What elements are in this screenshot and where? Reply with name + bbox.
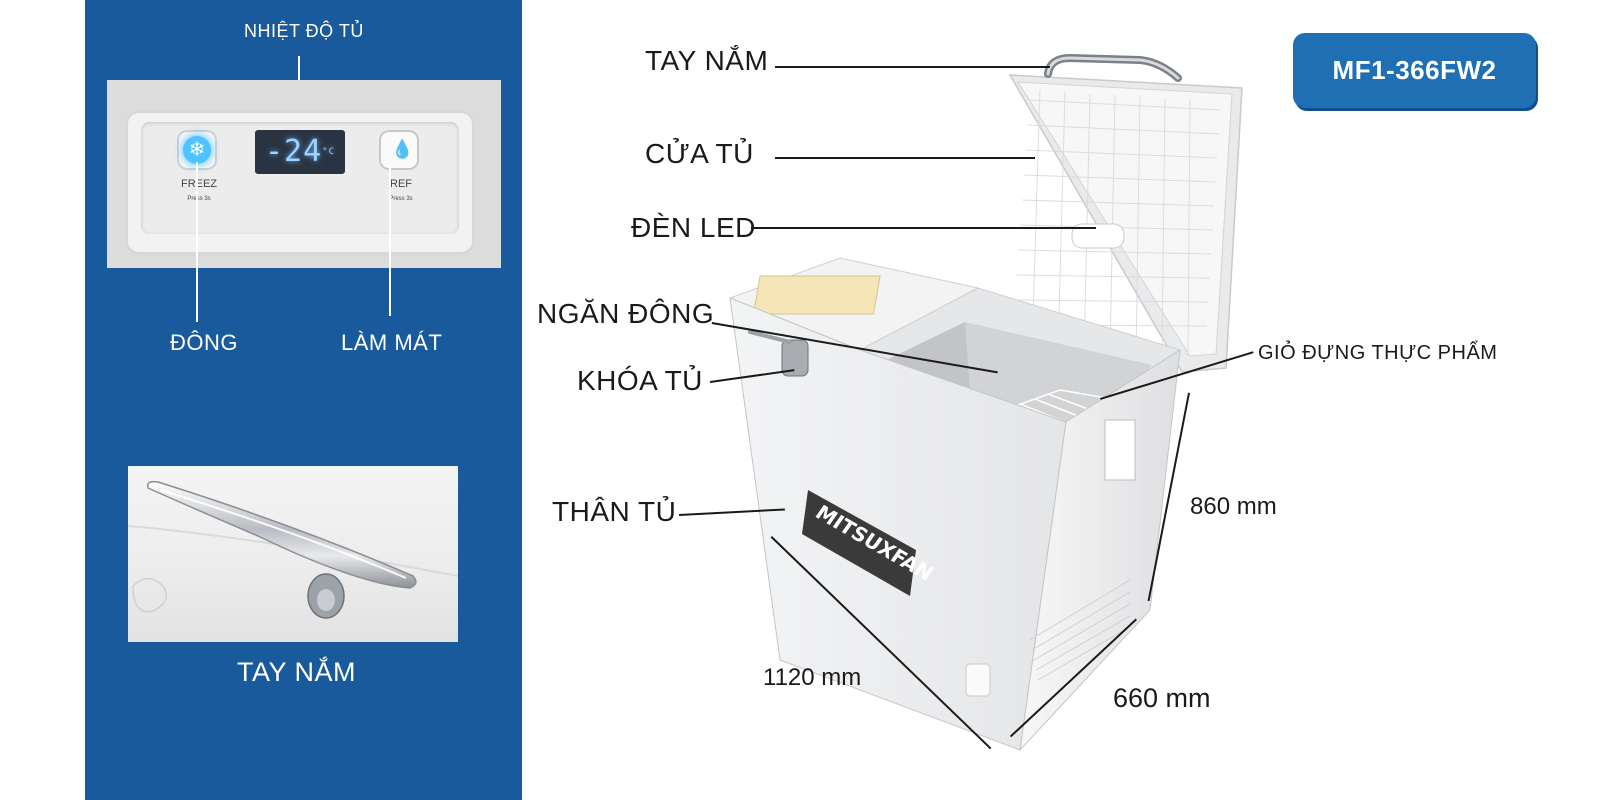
callout-led: ĐÈN LED	[631, 212, 756, 243]
snowflake-icon: ❄	[183, 136, 211, 164]
callout-body: THÂN TỦ	[552, 496, 677, 527]
dimension-width: 1120 mm	[763, 664, 862, 691]
freezer-door	[1008, 74, 1243, 373]
chest-freezer-illustration: MITSUXFAN	[728, 53, 1243, 752]
freeze-hint: Press 3s	[187, 196, 211, 202]
callout-freezer-compartment: NGĂN ĐÔNG	[537, 298, 715, 329]
callout-handle: TAY NẮM	[645, 45, 769, 76]
dimension-depth: 660 mm	[1113, 683, 1211, 713]
dimension-height: 860 mm	[1190, 493, 1277, 520]
model-badge: MF1-366FW2	[1293, 33, 1536, 108]
temperature-unit: °C	[322, 147, 336, 157]
ref-button-label: REF	[390, 178, 412, 190]
spec-sticker	[1104, 419, 1136, 481]
control-panel-photo: ❄ FREEZ Press 3s -24°C 💧 REF Press 3s	[107, 80, 501, 268]
callout-led-line	[751, 227, 1096, 229]
freeze-leader-line	[196, 162, 198, 322]
ref-hint: Press 3s	[389, 196, 413, 202]
callout-lock: KHÓA TỦ	[577, 365, 703, 396]
cool-leader-line	[389, 168, 391, 316]
temperature-display: -24°C	[255, 130, 345, 174]
water-drop-icon: 💧	[391, 139, 414, 159]
callout-basket: GIỎ ĐỰNG THỰC PHẨM	[1258, 342, 1498, 364]
door-handle	[1044, 53, 1182, 82]
callout-door: CỬA TỦ	[645, 138, 754, 169]
handle-label: TAY NẮM	[237, 657, 357, 687]
freeze-label: ĐÔNG	[170, 330, 238, 355]
handle-photo	[128, 466, 458, 642]
callout-handle-line	[775, 66, 1050, 68]
energy-label	[752, 275, 881, 315]
mini-control	[965, 663, 991, 697]
temperature-value: -24	[264, 134, 323, 169]
lock-handle	[781, 339, 809, 377]
handle-illustration	[128, 480, 458, 619]
freeze-button-label: FREEZ	[180, 178, 218, 190]
ref-button: 💧	[379, 130, 419, 170]
callout-door-line	[775, 157, 1035, 159]
cool-label: LÀM MÁT	[341, 330, 443, 355]
temperature-label: NHIỆT ĐỘ TỦ	[244, 21, 364, 41]
